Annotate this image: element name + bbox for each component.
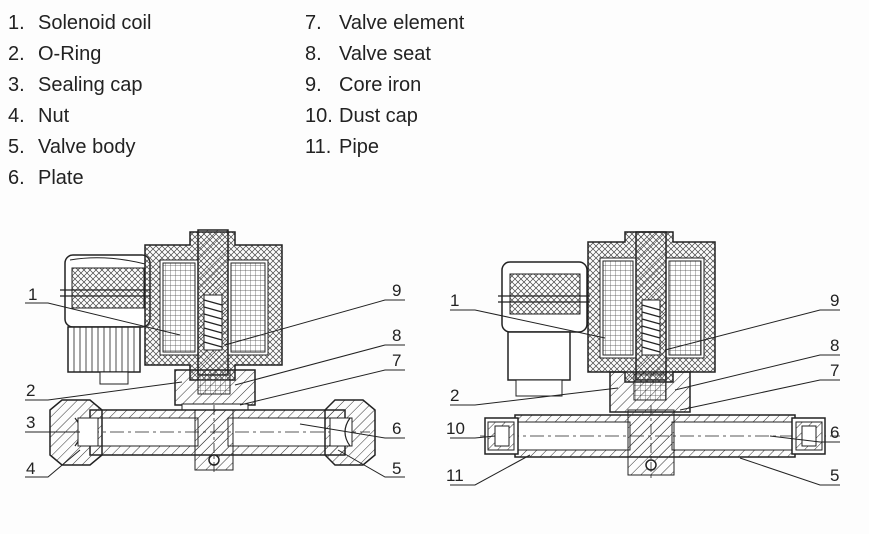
callout-3: 3	[26, 413, 35, 432]
legend-label: Core iron	[339, 74, 422, 96]
callout-11: 11	[446, 466, 464, 485]
legend-number: 7.	[305, 12, 322, 34]
legend-item-plate: 6. Plate	[8, 163, 151, 194]
legend-label: Sealing cap	[38, 74, 143, 96]
callout-8: 8	[830, 336, 839, 355]
legend-item-o-ring: 2. O-Ring	[8, 39, 151, 70]
legend-item-solenoid-coil: 1. Solenoid coil	[8, 8, 151, 39]
leader-lines	[25, 299, 405, 478]
legend-label: Valve seat	[339, 43, 431, 65]
legend-item-nut: 4. Nut	[8, 101, 151, 132]
legend-left-column: 1. Solenoid coil 2. O-Ring 3. Sealing ca…	[8, 8, 151, 194]
legend-number: 1.	[8, 12, 25, 34]
cable-connector	[498, 261, 590, 397]
legend-label: Valve body	[38, 136, 136, 158]
core-iron-assembly	[197, 229, 229, 376]
legend-label: Plate	[38, 167, 84, 189]
callout-5: 5	[392, 459, 401, 478]
valve-body	[480, 405, 840, 480]
valve-seat-block	[609, 371, 691, 413]
legend-label: Nut	[38, 105, 70, 127]
legend-item-pipe: 11. Pipe	[305, 132, 464, 163]
leader-lines	[450, 309, 840, 486]
callout-7: 7	[392, 351, 401, 370]
legend-item-core-iron: 9. Core iron	[305, 70, 464, 101]
callout-8: 8	[392, 326, 401, 345]
legend-number: 4.	[8, 105, 25, 127]
callout-6: 6	[830, 423, 839, 442]
legend-item-dust-cap: 10. Dust cap	[305, 101, 464, 132]
legend-number: 11.	[305, 136, 332, 158]
legend-number: 5.	[8, 136, 25, 158]
callout-5: 5	[830, 466, 839, 485]
callout-9: 9	[830, 291, 839, 310]
callout-10: 10	[446, 419, 465, 438]
valve-seat-block	[174, 369, 256, 411]
callout-2: 2	[26, 381, 35, 400]
callout-4: 4	[26, 459, 35, 478]
dust-cap-left	[484, 417, 519, 455]
callout-1: 1	[450, 291, 459, 310]
legend-number: 6.	[8, 167, 25, 189]
legend-label: O-Ring	[38, 43, 102, 65]
callout-7: 7	[830, 361, 839, 380]
legend-label: Solenoid coil	[38, 12, 152, 34]
legend-item-valve-seat: 8. Valve seat	[305, 39, 464, 70]
legend-label: Dust cap	[339, 105, 418, 127]
legend-number: 3.	[8, 74, 25, 96]
legend-label: Valve element	[339, 12, 465, 34]
solenoid-valve-pipe-section: 1 2 10 11 5 6 7 8 9	[446, 231, 840, 486]
callout-1: 1	[28, 285, 37, 304]
cable-connector	[60, 254, 151, 385]
solenoid-valve-flare-section: 1 2 3 4 5 6 7 8 9	[25, 229, 405, 478]
legend-label: Pipe	[339, 136, 380, 158]
legend-number: 8.	[305, 43, 322, 65]
legend-item-sealing-cap: 3. Sealing cap	[8, 70, 151, 101]
callout-6: 6	[392, 419, 401, 438]
dust-cap-right	[791, 417, 826, 455]
legend-item-valve-element: 7. Valve element	[305, 8, 464, 39]
callout-9: 9	[392, 281, 401, 300]
legend-right-column: 7. Valve element 8. Valve seat 9. Core i…	[305, 8, 464, 163]
valve-body	[60, 405, 370, 472]
legend-number: 10.	[305, 105, 333, 127]
legend-number: 9.	[305, 74, 322, 96]
legend-item-valve-body: 5. Valve body	[8, 132, 151, 163]
solenoid-coil-housing	[144, 231, 283, 381]
core-iron-assembly	[635, 231, 667, 381]
legend-number: 2.	[8, 43, 25, 65]
callout-2: 2	[450, 386, 459, 405]
